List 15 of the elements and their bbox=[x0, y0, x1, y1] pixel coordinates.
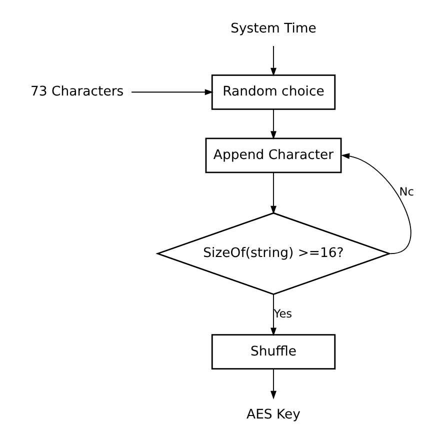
node-text: 73 Characters bbox=[30, 84, 124, 100]
arrow bbox=[270, 45, 276, 76]
node-box: Append Character bbox=[205, 138, 342, 174]
arrow bbox=[270, 108, 276, 140]
node-text: AES Key bbox=[246, 408, 300, 423]
arrow bbox=[270, 294, 276, 336]
node-diamond: SizeOf(string) >=16? bbox=[156, 212, 392, 295]
node-text: System Time bbox=[230, 21, 316, 36]
arrow bbox=[341, 153, 412, 254]
arrow bbox=[270, 368, 276, 400]
edge-label: Nc bbox=[399, 184, 414, 199]
node-box: Random choice bbox=[211, 74, 336, 110]
arrow bbox=[270, 172, 276, 214]
node-box: Shuffle bbox=[211, 334, 336, 370]
arrow bbox=[131, 89, 214, 96]
